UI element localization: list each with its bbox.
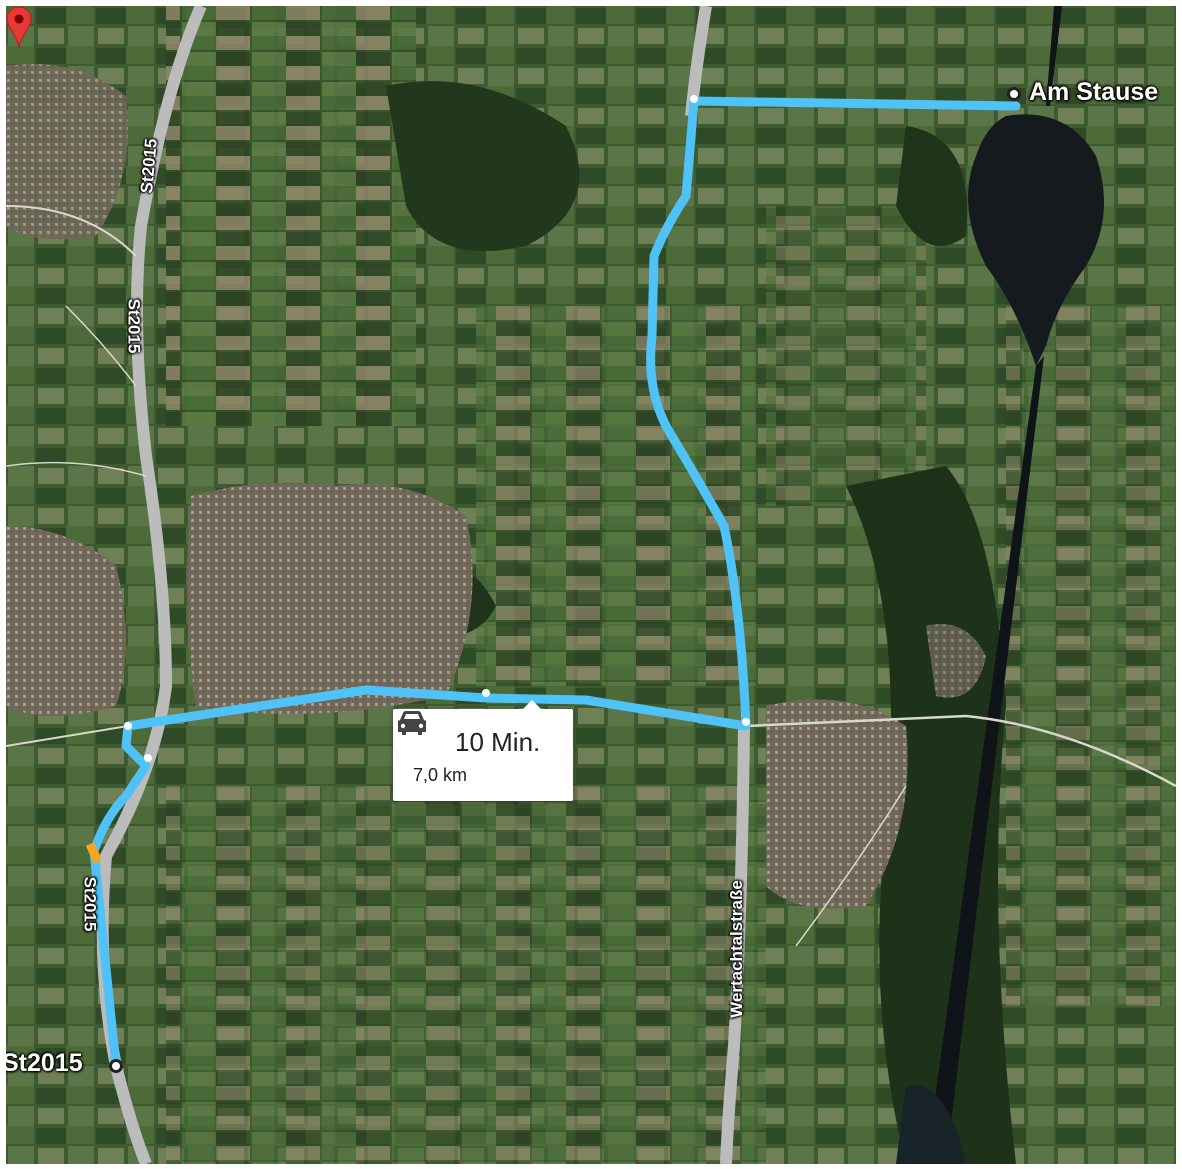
waypoint-dot[interactable] [124,722,132,730]
route-duration: 10 Min. [455,727,541,757]
car-icon [398,711,426,735]
destination-label[interactable]: Am Stause [1029,78,1159,106]
road-label-st2015-middle: St2015 [124,298,144,354]
road-label-st2015-south: St2015 [80,876,100,932]
origin-label[interactable]: St2015 [6,1049,83,1077]
circle-marker-icon[interactable] [109,1059,123,1073]
waypoint-dot[interactable] [690,95,698,103]
route-line [89,96,1021,1071]
road-label-wertachtalstrasse: Wertachtalstraße [726,880,746,1018]
traffic-segment [85,842,103,864]
red-pin-icon[interactable] [6,6,32,50]
route-info-callout[interactable]: 10 Min. 7,0 km [393,700,573,801]
route-distance: 7,0 km [413,765,468,785]
waypoint-dot[interactable] [482,689,490,697]
waypoint-dot[interactable] [144,754,152,762]
destination-circle-icon[interactable] [1007,87,1021,101]
map-canvas[interactable]: St2015 St2015 St2015 Wertachtalstraße St… [6,6,1176,1164]
waypoint-dot[interactable] [742,718,750,726]
satellite-imagery [6,6,1176,1164]
